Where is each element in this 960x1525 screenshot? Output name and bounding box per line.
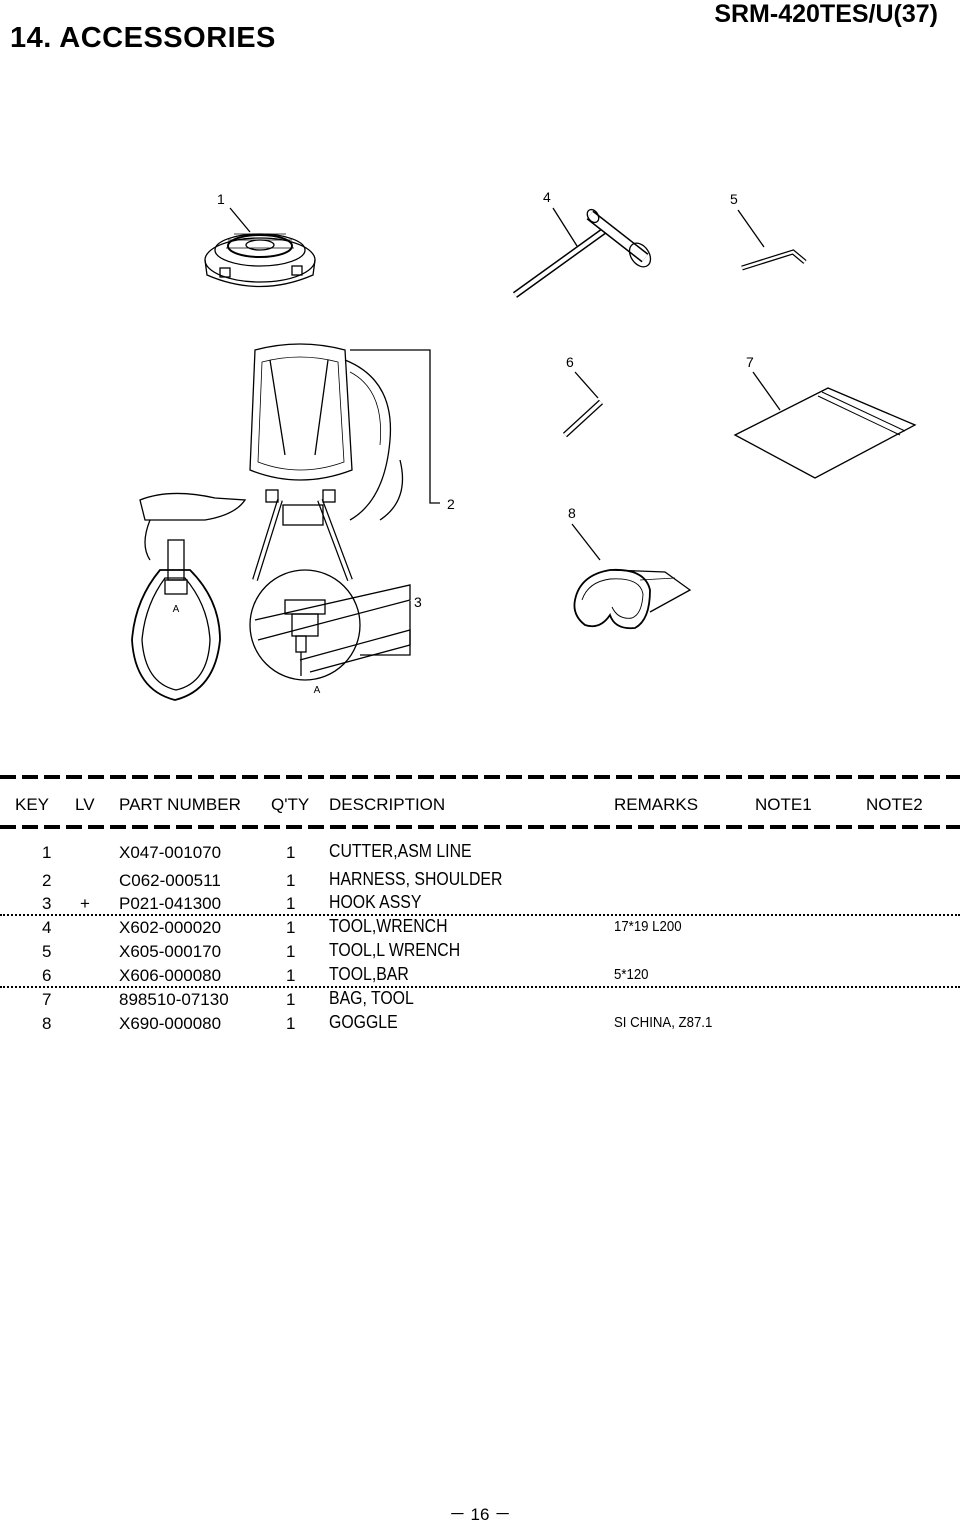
callout-2: 2 [447,496,455,512]
detail-mark-a-right: A [314,685,321,696]
row-qty: 1 [286,871,296,890]
col-key: KEY [15,795,50,814]
row-description: CUTTER,ASM LINE [329,841,472,861]
goggle-drawing [573,568,692,630]
row-qty: 1 [286,1014,296,1033]
cutter-asm-line-drawing [204,233,316,288]
row-part-number: P021-041300 [119,894,222,913]
row-remarks: 17*19 L200 [614,918,682,935]
hook-closeup-drawing: A [249,569,411,696]
row-qty: 1 [286,966,296,985]
shoulder-harness-drawing [139,343,404,582]
row-description: GOGGLE [329,1012,398,1032]
col-description: DESCRIPTION [329,795,446,814]
row-lv: + [80,894,90,913]
row-remarks: SI CHINA, Z87.1 [614,1014,713,1031]
row-part-number: X605-000170 [119,942,222,961]
row-description: BAG, TOOL [329,988,414,1008]
col-note1: NOTE1 [755,795,812,814]
row-description: TOOL,BAR [329,964,409,984]
row-separator [0,986,960,988]
callout-5: 5 [730,191,738,207]
detail-mark-a-left: A [173,604,180,615]
row-remarks: 5*120 [614,966,649,983]
tool-bar-drawing [562,399,604,438]
row-qty: 1 [286,990,296,1009]
callout-1: 1 [217,191,225,207]
col-lv: LV [75,795,95,814]
row-separator [0,914,960,916]
row-key: 8 [42,1014,52,1033]
row-description: TOOL,L WRENCH [329,940,461,960]
row-part-number: C062-000511 [119,871,221,890]
row-key: 5 [42,942,52,961]
tool-bag-drawing [733,387,917,479]
callout-4: 4 [543,189,551,205]
model-code: SRM-420TES/U(37) [714,0,938,28]
row-description: HARNESS, SHOULDER [329,869,503,889]
row-part-number: 898510-07130 [119,990,229,1009]
col-qty: Q'TY [271,795,310,814]
row-qty: 1 [286,942,296,961]
col-remarks: REMARKS [614,795,699,814]
callout-8: 8 [568,505,576,521]
col-part-number: PART NUMBER [119,795,241,814]
row-part-number: X047-001070 [119,843,222,862]
callout-6: 6 [566,354,574,370]
row-qty: 1 [286,894,296,913]
page-number: － 16 － [448,1505,512,1524]
row-key: 4 [42,918,52,937]
row-part-number: X602-000020 [119,918,222,937]
hook-detail-drawing: A [131,539,221,701]
callout-3: 3 [414,594,422,610]
row-key: 7 [42,990,52,1009]
row-description: HOOK ASSY [329,892,422,912]
tool-wrench-drawing [512,208,652,298]
row-description: TOOL,WRENCH [329,916,448,936]
callout-7: 7 [746,354,754,370]
accessories-diagram: 1 4 5 6 7 2 8 3 [131,189,917,701]
col-note2: NOTE2 [866,795,923,814]
row-key: 1 [42,843,52,862]
table-header-rule [0,825,960,829]
row-part-number: X690-000080 [119,1014,222,1033]
row-key: 2 [42,871,52,890]
row-key: 6 [42,966,52,985]
row-qty: 1 [286,843,296,862]
row-key: 3 [42,894,52,913]
table-top-rule [0,775,960,779]
section-title: 14. ACCESSORIES [10,22,276,54]
row-part-number: X606-000080 [119,966,222,985]
row-qty: 1 [286,918,296,937]
tool-l-wrench-drawing [741,249,807,271]
